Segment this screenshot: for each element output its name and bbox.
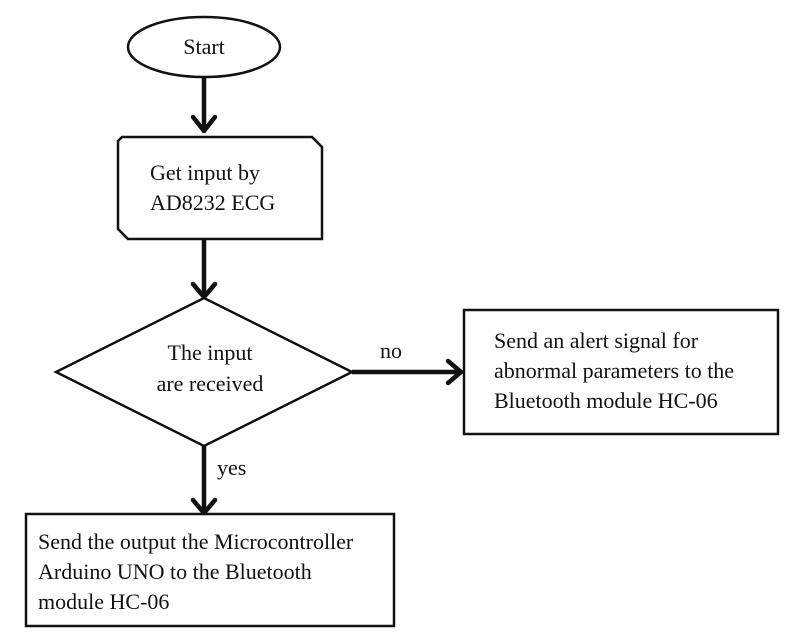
output-label-line-1: Send the output the Microcontroller: [38, 529, 354, 554]
alert-node: Send an alert signal for abnormal parame…: [462, 308, 780, 436]
arrow-decision-to-output: yes: [190, 446, 246, 516]
alert-label-line-2: abnormal parameters to the: [494, 358, 734, 383]
arrow-decision-to-alert: no: [352, 338, 464, 386]
decision-label-line-2: are received: [157, 371, 264, 396]
yes-edge-label: yes: [217, 455, 246, 480]
input-node: Get input by AD8232 ECG: [116, 135, 324, 241]
input-label-line-1: Get input by: [150, 160, 260, 185]
decision-label-line-1: The input: [168, 340, 253, 365]
output-label-line-2: Arduino UNO to the Bluetooth: [38, 559, 312, 584]
start-node: Start: [126, 15, 282, 79]
arrow-start-to-input: [190, 77, 218, 134]
arrow-input-to-decision: [190, 240, 218, 300]
alert-label-line-3: Bluetooth module HC-06: [494, 388, 718, 413]
input-label-line-2: AD8232 ECG: [150, 190, 275, 215]
start-label: Start: [183, 34, 225, 59]
output-node: Send the output the Microcontroller Ardu…: [24, 512, 396, 628]
no-edge-label: no: [380, 338, 402, 363]
alert-label-line-1: Send an alert signal for: [494, 328, 699, 353]
decision-node: The input are received: [53, 296, 355, 448]
output-label-line-3: module HC-06: [38, 589, 169, 614]
